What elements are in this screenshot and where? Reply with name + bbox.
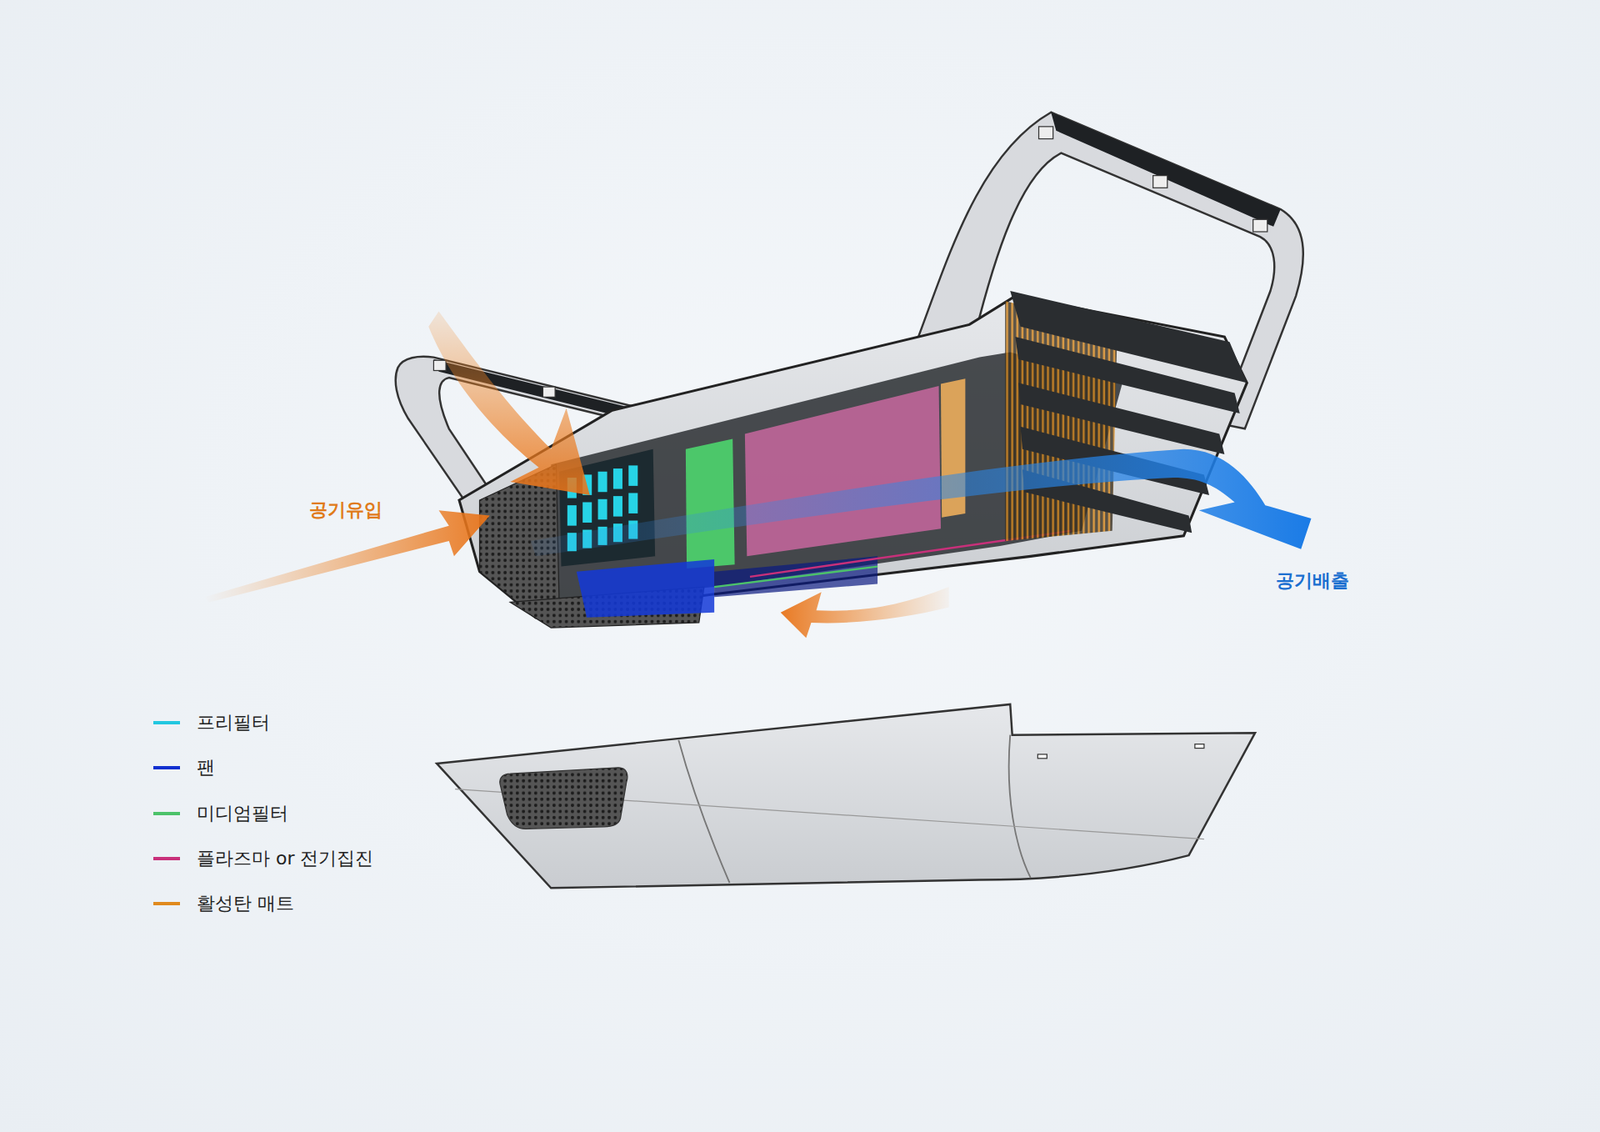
legend-text: 활성탄 매트: [196, 890, 295, 916]
legend-swatch: [153, 901, 180, 905]
inlet-label: 공기유입: [309, 497, 383, 523]
airflow-arrows: [204, 310, 1312, 638]
legend-swatch: [153, 720, 180, 725]
outlet-label: 공기배출: [1275, 568, 1350, 594]
legend-text: 플라즈마 or 전기집진: [196, 845, 375, 871]
legend-text: 프리필터: [196, 710, 270, 735]
exhaust-louvre: [1005, 290, 1247, 541]
legend-swatch: [153, 765, 180, 770]
legend-swatch: [153, 811, 180, 815]
legend-swatch: [153, 856, 180, 860]
legend-text: 팬: [196, 755, 215, 780]
legend-text: 미디엄필터: [196, 800, 289, 826]
bottom-cover: [436, 704, 1255, 888]
